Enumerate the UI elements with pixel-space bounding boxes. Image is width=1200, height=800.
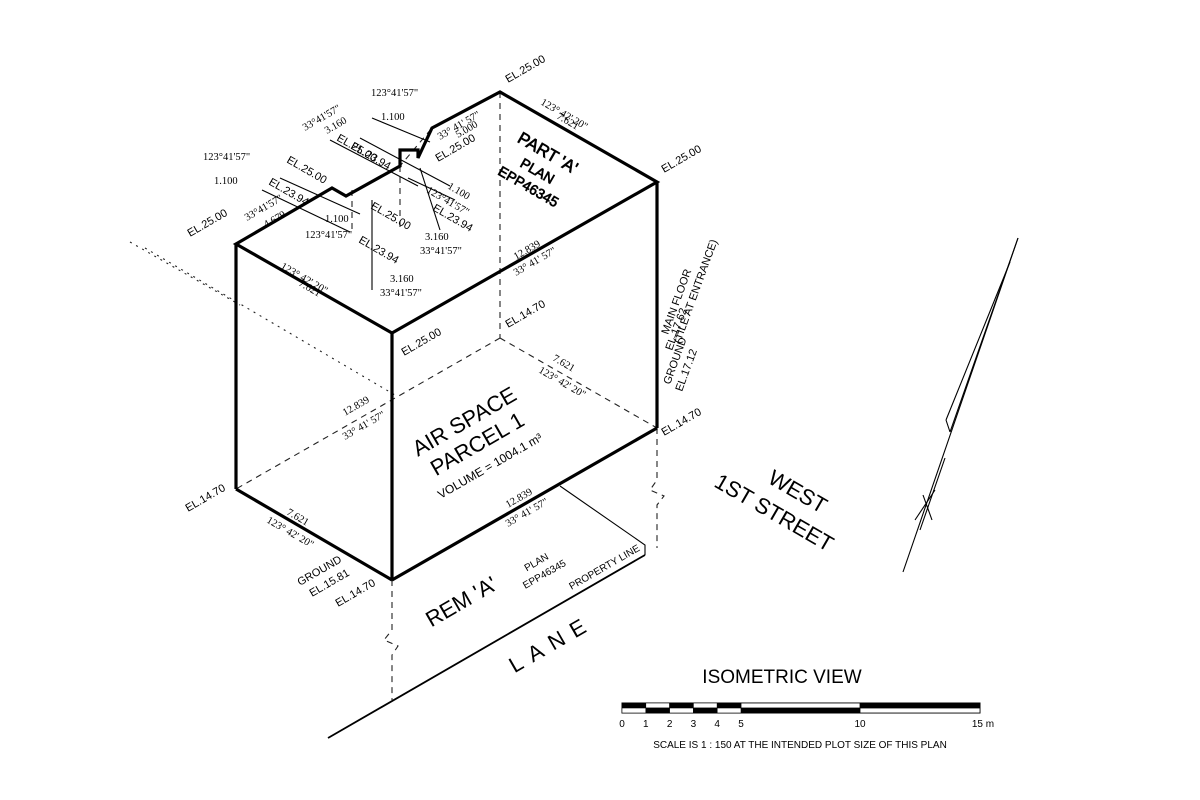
el-top-right: EL.25.00: [660, 143, 704, 175]
scale-tick-label: 2: [667, 719, 673, 730]
el-top-back: EL.25.00: [504, 53, 548, 85]
scale-check: [693, 707, 718, 714]
el-notch-3: EL.25.00: [285, 154, 329, 186]
bearing-notch-8: 33°41'57": [380, 288, 422, 299]
dist-notch-top: 1.100: [381, 112, 405, 123]
dist-notch-8: 3.160: [390, 274, 414, 285]
el-low-1: EL.23.94: [349, 140, 393, 172]
part-a-group: PART 'A' PLAN EPP46345: [495, 128, 581, 211]
scale-tick-label: 5: [738, 719, 744, 730]
dist-notch-3: 1.100: [214, 176, 238, 187]
scale-tick-labels: 0 1 2 3 4 5 10 15 m: [619, 719, 994, 730]
el-low-4: EL.23.94: [357, 234, 401, 266]
bearing-notch-5: 123°41'57": [305, 230, 352, 241]
scale-note: SCALE IS 1 : 150 AT THE INTENDED PLOT SI…: [653, 740, 947, 751]
bearing-right-mid: 123° 42' 20": [537, 365, 588, 401]
property-line: [559, 485, 646, 555]
scale-tick-label: 3: [691, 719, 697, 730]
scale-check: [716, 702, 742, 709]
leader-4: [371, 117, 431, 143]
lane-label: LANE: [505, 609, 598, 677]
hidden-edge-bottom-back-left: [235, 337, 501, 490]
lane-line: [327, 554, 646, 739]
dashed-line-right-lower: [649, 428, 665, 548]
leader-2: [279, 177, 361, 215]
scale-check: [716, 707, 742, 714]
scale-tick-label: 1: [643, 719, 649, 730]
dist-left-mid: 12.839: [341, 395, 372, 419]
property-line-label: PROPERTY LINE: [568, 543, 643, 593]
el-bottom-back: EL.14.70: [504, 298, 548, 330]
view-title: ISOMETRIC VIEW: [702, 667, 861, 688]
scale-check: [693, 702, 718, 709]
scale-check: [669, 707, 694, 714]
rem-a-label: REM 'A': [421, 571, 501, 632]
scale-tick-label: 0: [619, 719, 625, 730]
extension-line-lower-left: [144, 247, 396, 396]
extension-line-left: [129, 241, 241, 306]
leader-1: [261, 189, 351, 233]
bearing-notch-7: 33°41'57": [420, 246, 462, 257]
leader-5: [359, 137, 451, 187]
hidden-edge-bottom-back-right: [499, 337, 658, 429]
el-top-front: EL.25.00: [400, 326, 444, 358]
scale-check: [669, 702, 694, 709]
el-bottom-left: EL.14.70: [184, 482, 228, 514]
roof-outline: [232, 90, 661, 335]
scale-tick-label: 15 m: [972, 719, 994, 730]
el-top-left: EL.25.00: [186, 207, 230, 239]
scale-tick-label: 4: [714, 719, 720, 730]
leader-3: [329, 139, 419, 187]
parcel-title-group: AIR SPACE PARCEL 1 VOLUME = 1004.1 m³: [408, 382, 545, 502]
scale-check: [621, 707, 647, 714]
scale-check: [645, 707, 670, 714]
el-bottom-right: EL.14.70: [660, 406, 704, 438]
leader-7: [407, 177, 456, 201]
scale-check: [621, 702, 647, 709]
dist-notch-5: 1.100: [325, 214, 349, 225]
scale-check: [645, 702, 670, 709]
el-notch-4: EL.25.00: [369, 200, 413, 232]
dashed-line-left-lower: [383, 580, 399, 700]
edge-bottom-front-left: [235, 487, 393, 582]
leader-8: [419, 167, 441, 231]
edge-bottom-front-right: [391, 426, 658, 582]
north-arrow: [902, 237, 1019, 573]
dist-notch-7: 3.160: [425, 232, 449, 243]
scale-tick-label: 10: [854, 719, 866, 730]
bearing-notch-3: 123°41'57": [203, 152, 250, 163]
street-west-group: WEST 1ST STREET: [710, 465, 838, 557]
scale-bar: [621, 702, 981, 714]
bearing-notch-top: 123°41'57": [371, 88, 418, 99]
